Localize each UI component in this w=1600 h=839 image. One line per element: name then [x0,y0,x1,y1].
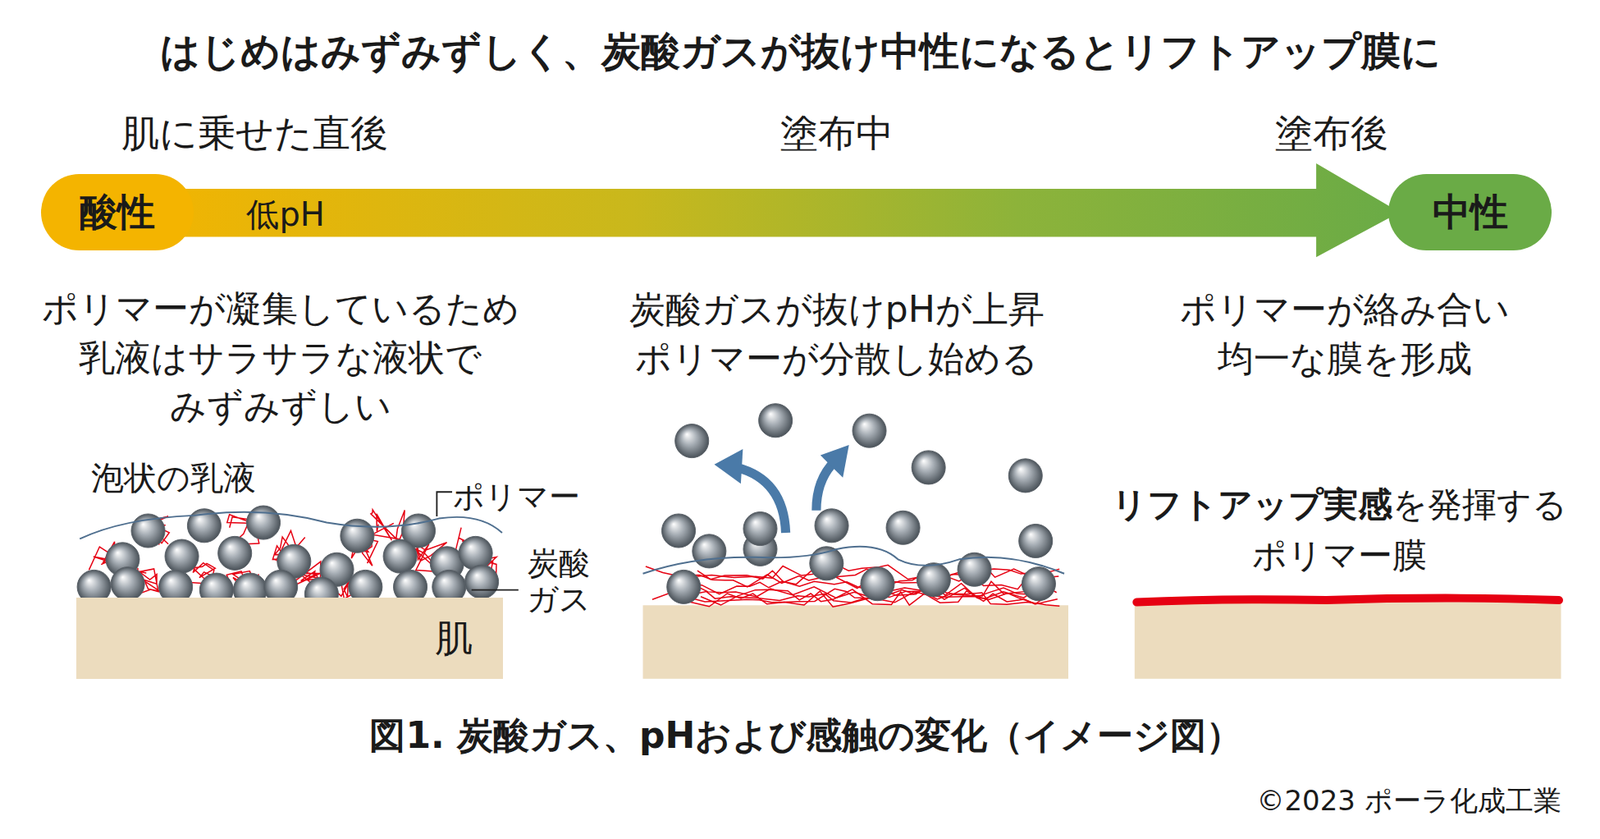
node-text: 中性 [1432,187,1509,238]
gas-bubble [911,450,946,485]
gas-bubble [675,424,709,458]
part-label: ポリマー [452,475,581,518]
title: はじめはみずみずしく、炭酸ガスが抜け中性になるとリフトアップ膜に [160,24,1441,78]
gas-bubble [218,535,252,570]
gas-bubble [916,562,951,597]
gas-arrow [816,461,835,511]
node-text: 酸性 [79,187,156,238]
gas-bubble [164,539,199,573]
skin [643,604,1069,679]
polymer-strand [652,590,1060,607]
leader-line [471,589,519,591]
skin [1134,599,1562,679]
gas-bubble [814,508,849,543]
emulsion-outline [643,546,1065,574]
gas-bubble [383,539,417,573]
part-label: 泡状の乳液 [91,455,256,500]
description: ポリマーが絡み合い 均一な膜を形成 [1164,284,1526,383]
gas-bubble [340,518,375,553]
gas-bubble [662,513,696,548]
film-label-strong: リフトアップ実感 [1111,484,1393,525]
gas-bubble [667,569,701,604]
film-label: ポリマー膜 [1252,532,1427,580]
description: ポリマーが凝集しているため 乳液はサラサラな液状で みずみずしい [27,283,534,430]
polymer-film [1136,598,1559,603]
stage-label: 塗布後 [1275,107,1389,159]
film-label: を発揮する [1392,484,1568,525]
neutral-pill: 中性 [1388,173,1552,251]
gas-bubble [1008,458,1043,493]
gas-bubble [110,566,145,601]
gas-arrow [736,466,787,533]
gas-bubble [743,512,778,546]
stage-label: 塗布中 [780,107,894,159]
stage-label: 肌に乗せた直後 [121,107,389,159]
part-label: 炭酸ガス [526,545,593,618]
gas-bubble [1019,523,1053,558]
ph-arrow [122,163,1400,257]
description: 炭酸ガスが抜けpHが上昇 ポリマーが分散し始める [584,284,1090,383]
gas-bubble [758,403,793,438]
emulsion-outline [79,512,503,540]
gas-arrow-head [820,444,850,478]
gas-bubble [1021,566,1056,601]
caption: 図1. 炭酸ガス、pHおよび感触の変化（イメージ図） [369,710,1243,759]
copyright: ©2023 ポーラ化成工業 [1256,781,1561,820]
gas-arrow-head [714,448,744,484]
gas-bubble [860,566,895,601]
gas-bubble [692,534,727,568]
gas-bubble [458,535,493,570]
film-label-row: リフトアップ実感を発揮する [1111,481,1568,529]
leader-line [436,491,453,517]
skin-box: 肌 [76,597,503,679]
gas-bubble [886,510,920,544]
gas-bubble [852,413,887,448]
acid-pill: 酸性 [41,173,194,251]
gas-bubble [465,564,499,599]
ph-label: 低pH [246,192,325,237]
gas-bubble [246,505,281,540]
node-text: 肌 [434,612,473,664]
